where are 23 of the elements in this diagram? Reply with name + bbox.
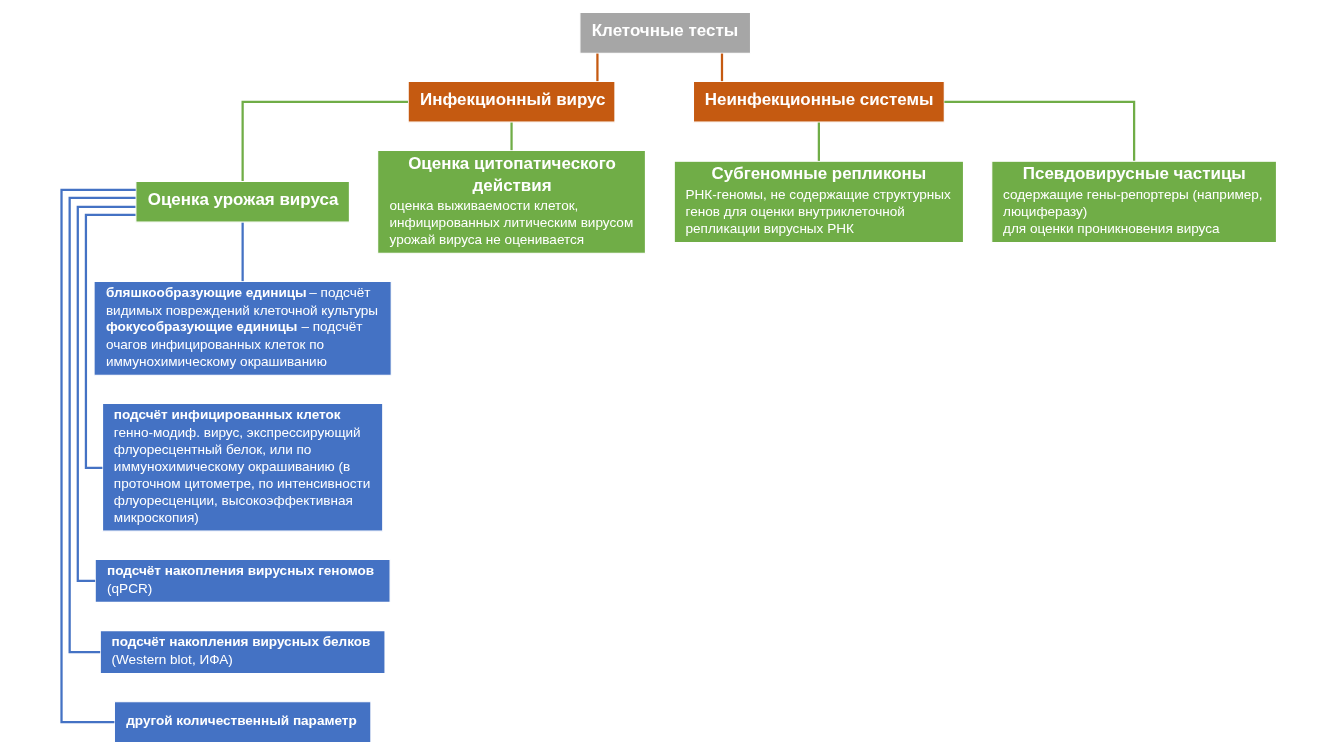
node-box: Клеточные тесты: [579, 12, 752, 54]
connector: [944, 100, 1136, 161]
connector: [510, 122, 513, 151]
node-box: другой количественный параметр: [113, 701, 372, 743]
connector: [68, 196, 136, 654]
connector: [241, 100, 408, 182]
connector: [817, 122, 820, 161]
connector: [60, 188, 136, 724]
connector: [76, 205, 136, 582]
node-box: Оценка цитопатического действия оценка выживаемости клеток, инфицированных литическим вирусом урожай вируса не оценивается: [377, 149, 646, 254]
node-box: Неинфекционные системы: [692, 80, 945, 123]
connector: [84, 213, 136, 469]
connector: [241, 222, 244, 282]
node-box: подсчёт накопления вирусных геномов (qPCR): [94, 558, 391, 603]
node-box: подсчёт накопления вирусных белков (Western blot, ИФА): [99, 630, 386, 675]
node-box: Псевдовирусные частицы содержащие гены-репортеры (например, люциферазу) для оценки проникновения вируса: [991, 160, 1278, 244]
node-box: Оценка урожая вируса: [135, 180, 350, 223]
node-box: бляшкообразующие единицы – подсчёт видимых повреждений клеточной культуры фокусобразующие единицы – подсчёт очагов инфицированных клеток по иммунохимическому окрашиванию: [93, 280, 392, 376]
connector: [720, 53, 724, 82]
connector: [596, 53, 599, 82]
node-box: Субгеномные репликоны РНК-геномы, не содержащие структурных генов для оценки внутриклеточной репликации вирусных РНК: [673, 160, 965, 244]
node-box: подсчёт инфицированных клеток генно-модиф. вирус, экспрессирующий флуоресцентный белок, или по иммунохимическому окрашиванию (в проточном цитометре, по интенсивности флуоресценции, высокоэффективная микроскопия): [101, 402, 384, 532]
node-box: Инфекционный вирус: [407, 80, 616, 123]
